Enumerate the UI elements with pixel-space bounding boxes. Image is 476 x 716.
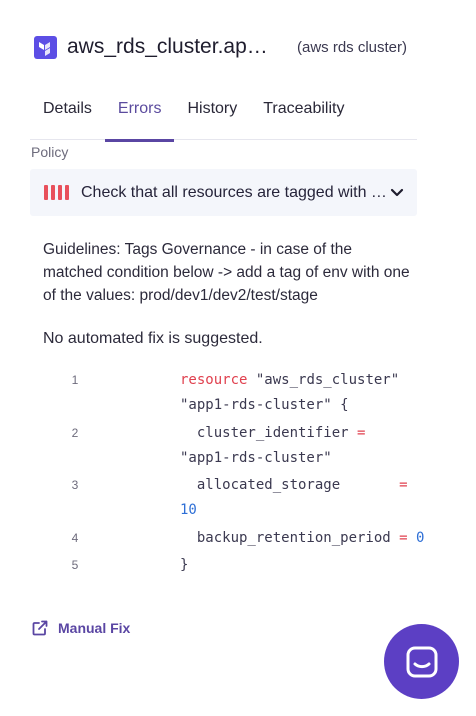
chat-button[interactable] <box>384 624 459 699</box>
resource-type: (aws rds cluster) <box>297 38 408 56</box>
terraform-logo-icon <box>34 35 57 59</box>
code-operator: = <box>357 425 366 441</box>
code-number: 10 <box>180 502 197 518</box>
line-number: 3 <box>71 478 79 492</box>
code-operator: = <box>399 530 408 546</box>
resource-name: aws_rds_cluster.ap… <box>67 35 268 58</box>
tab-errors[interactable]: Errors <box>104 88 175 142</box>
code-line: 4 backup_retention_period = 0 <box>60 526 425 553</box>
policy-selector[interactable]: Check that all resources are tagged with… <box>30 169 417 216</box>
code-keyword: resource <box>180 372 248 388</box>
line-number: 5 <box>71 558 79 572</box>
tab-traceability[interactable]: Traceability <box>263 100 345 117</box>
tab-bar: Details Errors History Traceability <box>30 88 417 142</box>
policy-label: Policy <box>31 144 69 160</box>
code-text: "app1-rds-cluster" <box>180 425 374 466</box>
tab-details[interactable]: Details <box>43 100 92 117</box>
code-text: backup_retention_period <box>180 530 400 546</box>
code-text: allocated_storage <box>180 477 400 493</box>
code-line: 3 allocated_storage = 10 <box>60 473 420 525</box>
tab-history[interactable]: History <box>187 100 238 117</box>
manual-fix-label: Manual Fix <box>58 620 131 636</box>
policy-text: Check that all resources are tagged with… <box>81 183 386 201</box>
line-number: 2 <box>71 426 79 440</box>
code-line: 1 resource "aws_rds_cluster" "app1-rds-c… <box>60 368 420 420</box>
external-link-icon <box>32 620 48 636</box>
code-number: 0 <box>416 530 425 546</box>
resource-header: aws_rds_cluster.ap… (aws rds cluster) <box>34 30 434 64</box>
chevron-down-icon[interactable] <box>390 186 404 200</box>
line-number: 1 <box>71 373 79 387</box>
manual-fix-link[interactable]: Manual Fix <box>32 620 130 636</box>
code-text: "aws_rds_cluster" "app1-rds-cluster" { <box>180 372 408 413</box>
code-text: } <box>180 557 189 573</box>
severity-bars-icon <box>44 185 69 200</box>
code-line: 2 cluster_identifier = "app1-rds-cluster… <box>60 421 420 473</box>
code-block: 1 resource "aws_rds_cluster" "app1-rds-c… <box>60 368 425 580</box>
code-operator: = <box>399 477 408 493</box>
chat-icon <box>406 646 437 677</box>
no-fix-message: No automated fix is suggested. <box>43 330 263 347</box>
code-text: cluster_identifier <box>180 425 358 441</box>
guidelines-text: Guidelines: Tags Governance - in case of… <box>43 241 410 304</box>
line-number: 4 <box>71 531 79 545</box>
code-line: 5 } <box>60 553 420 580</box>
